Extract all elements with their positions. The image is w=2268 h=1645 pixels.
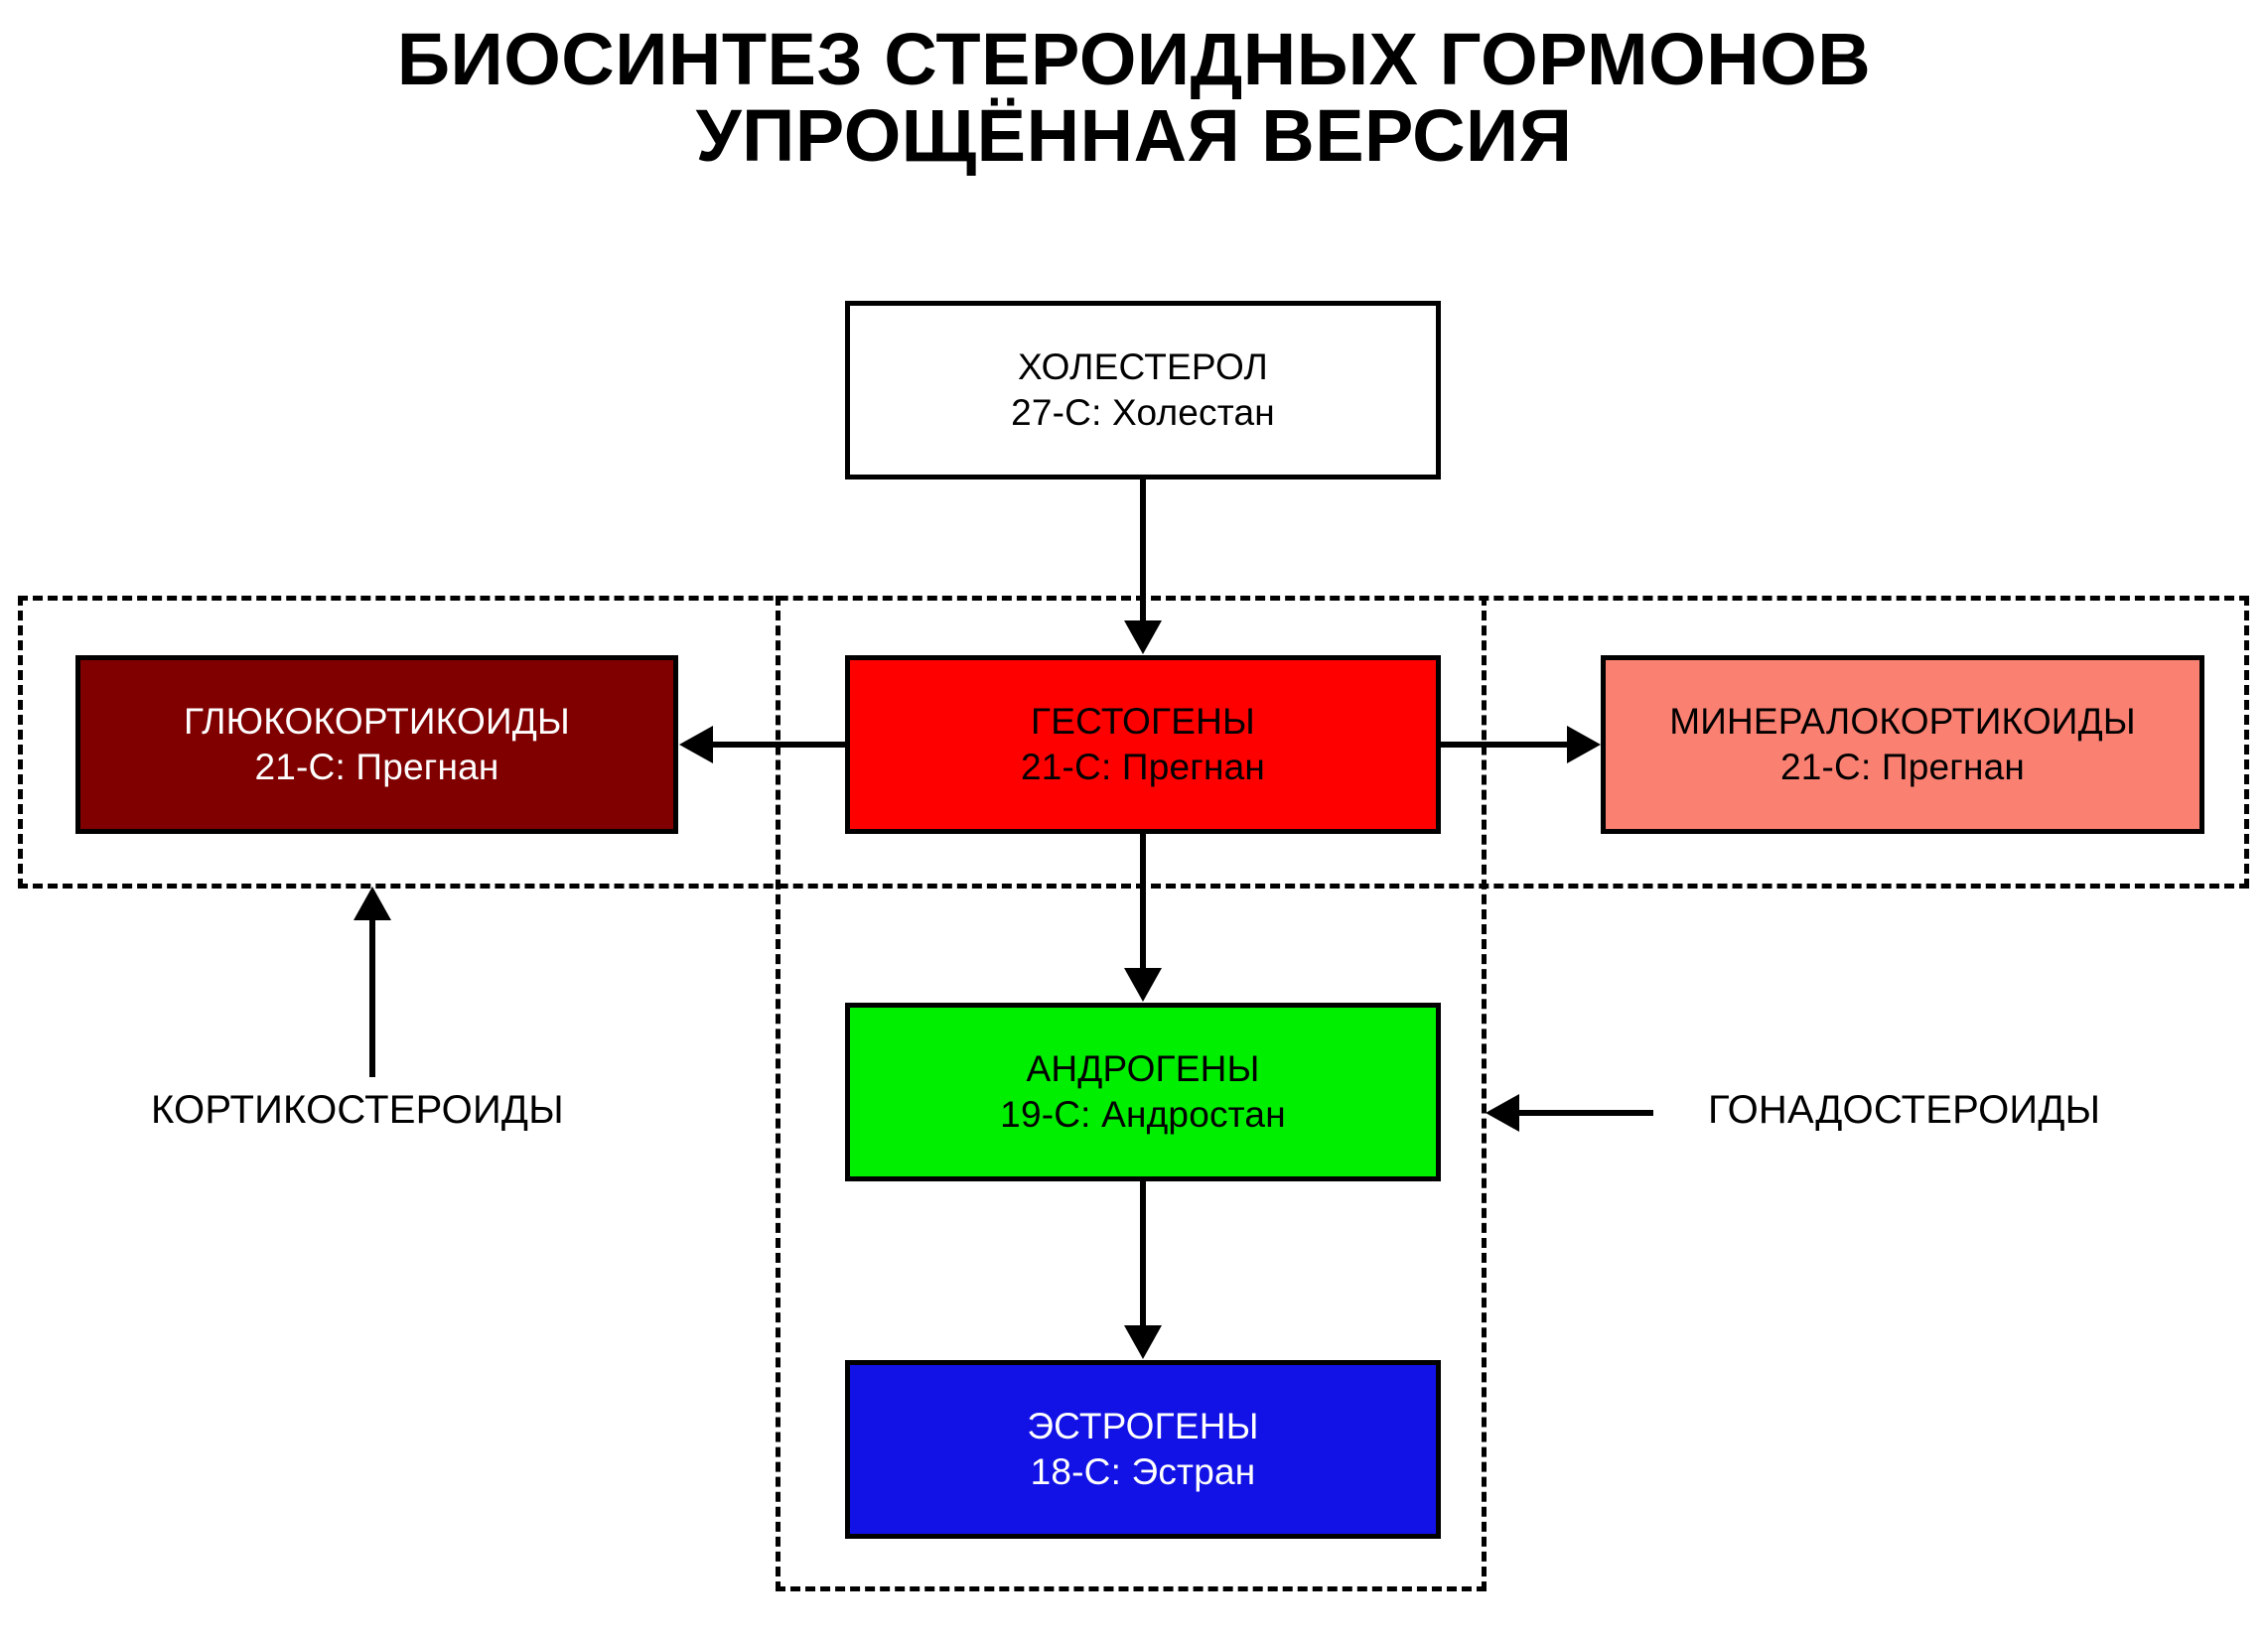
page-title: БИОСИНТЕЗ СТЕРОИДНЫХ ГОРМОНОВ УПРОЩЁННАЯ… (0, 18, 2268, 177)
title-line-2: УПРОЩЁННАЯ ВЕРСИЯ (695, 93, 1573, 177)
node-cholesterol: ХОЛЕСТЕРОЛ 27-C: Холестан (845, 301, 1441, 480)
node-mineralocorticoids-name: МИНЕРАЛОКОРТИКОИДЫ (1669, 701, 2136, 743)
node-cholesterol-formula: 27-C: Холестан (1011, 392, 1275, 433)
node-glucocorticoids-formula: 21-C: Прегнан (254, 747, 499, 787)
arrow-up-icon-corticosteroids (354, 887, 391, 920)
arrow-right-icon-gestogens-mineralocorticoids (1567, 726, 1601, 763)
connector-gestogens-androgens-line (1140, 834, 1146, 973)
connector-gonadosteroids-label-line (1519, 1110, 1653, 1116)
node-cholesterol-name: ХОЛЕСТЕРОЛ (1017, 346, 1269, 388)
node-gestogens: ГЕСТОГЕНЫ 21-C: Прегнан (845, 655, 1441, 834)
node-mineralocorticoids-formula: 21-C: Прегнан (1779, 747, 2026, 787)
node-gestogens-name: ГЕСТОГЕНЫ (1031, 701, 1255, 743)
node-gestogens-formula: 21-C: Прегнан (1020, 747, 1266, 787)
node-androgens-formula: 19-C: Андростан (1000, 1094, 1286, 1135)
connector-gestogens-mineralocorticoids-line (1441, 742, 1567, 748)
arrow-left-icon-gonadosteroids (1486, 1094, 1519, 1132)
node-estrogens-name: ЭСТРОГЕНЫ (1027, 1406, 1259, 1447)
connector-cholesterol-gestogens-line (1140, 480, 1146, 625)
arrow-left-icon-gestogens-glucocorticoids (679, 726, 713, 763)
title-line-1: БИОСИНТЕЗ СТЕРОИДНЫХ ГОРМОНОВ (396, 18, 1872, 100)
node-mineralocorticoids: МИНЕРАЛОКОРТИКОИДЫ 21-C: Прегнан (1601, 655, 2204, 834)
node-estrogens-formula: 18-C: Эстран (1030, 1451, 1256, 1492)
connector-corticosteroids-label-line (369, 918, 375, 1077)
node-glucocorticoids-name: ГЛЮКОКОРТИКОИДЫ (184, 701, 570, 743)
connector-gestogens-glucocorticoids-line (713, 742, 847, 748)
gonadosteroids-dashed-frame (776, 596, 1487, 1591)
group-label-gonadosteroids: ГОНАДОСТЕРОИДЫ (1708, 1088, 2101, 1132)
node-estrogens: ЭСТРОГЕНЫ 18-C: Эстран (845, 1360, 1441, 1539)
node-androgens: АНДРОГЕНЫ 19-C: Андростан (845, 1003, 1441, 1181)
node-glucocorticoids: ГЛЮКОКОРТИКОИДЫ 21-C: Прегнан (75, 655, 678, 834)
arrow-down-icon-cholesterol-gestogens (1124, 620, 1162, 654)
arrow-down-icon-androgens-estrogens (1124, 1325, 1162, 1359)
group-label-corticosteroids: КОРТИКОСТЕРОИДЫ (151, 1088, 564, 1132)
arrow-down-icon-gestogens-androgens (1124, 968, 1162, 1002)
node-androgens-name: АНДРОГЕНЫ (1026, 1048, 1260, 1090)
corticosteroids-dashed-frame (18, 596, 2249, 889)
connector-androgens-estrogens-line (1140, 1181, 1146, 1330)
